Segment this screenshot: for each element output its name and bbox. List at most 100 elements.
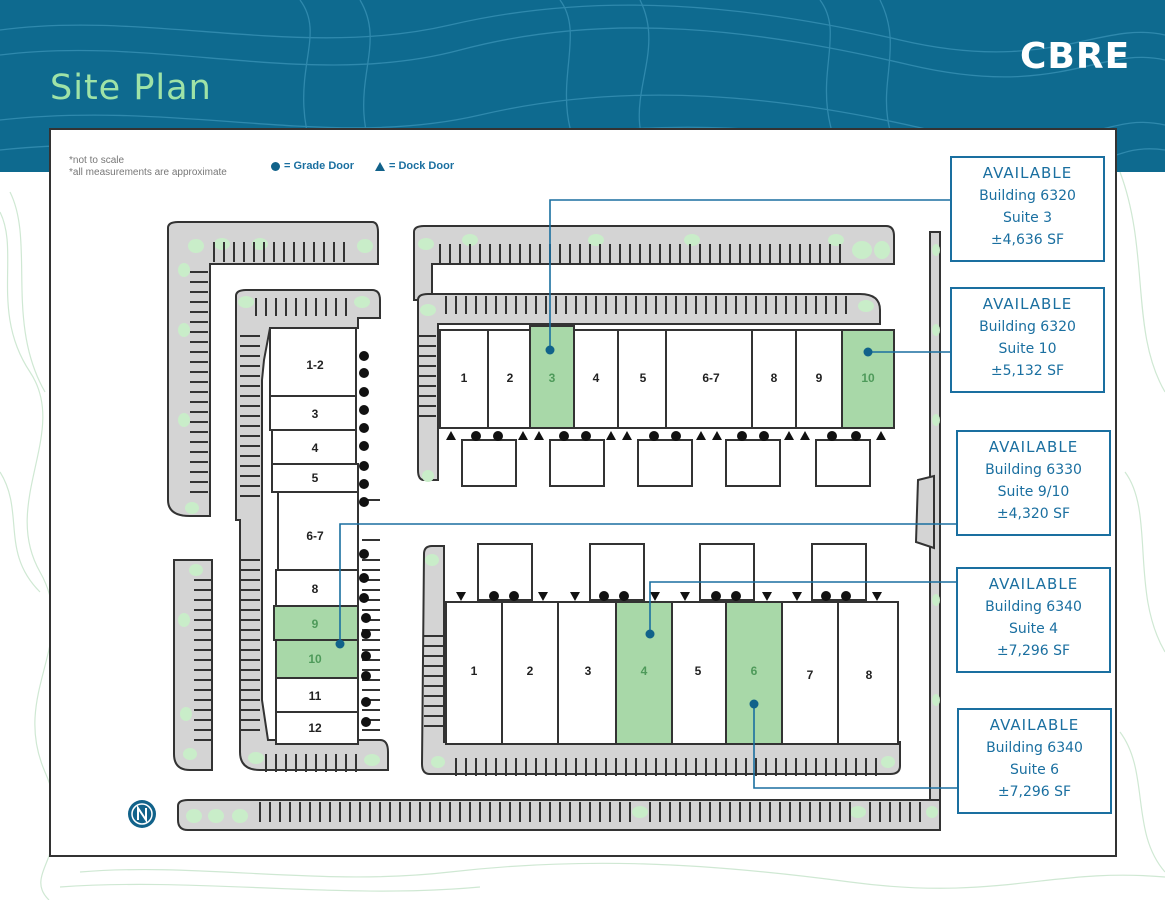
callout-status: AVAILABLE [988,575,1079,593]
callout-suite: Suite 10 [998,341,1057,357]
suite-6330-1-2[interactable] [269,327,357,397]
suite-label: 11 [309,689,322,703]
pavement-building-6330 [235,289,389,771]
suite-label: 5 [640,371,647,385]
note-measurements: *all measurements are approximate [69,167,227,178]
suite-6340-5[interactable] [671,601,727,745]
suite-label: 1 [461,371,468,385]
building-6340-labels: 1 2 3 4 5 6 7 8 [471,664,873,682]
callout-status: AVAILABLE [982,295,1073,313]
callout-suite: Suite 9/10 [997,484,1070,500]
building-6330-labels: 1-2 3 4 5 6-7 8 9 10 11 12 [306,358,324,735]
suite-6320-10[interactable] [841,329,895,429]
callout-area: ±7,296 SF [996,643,1071,659]
suite-label: 3 [549,371,556,385]
legend-dock-door: = Dock Door [375,160,454,172]
callout-area: ±4,636 SF [990,232,1065,248]
suite-6320-1[interactable] [439,329,489,429]
dock-door-icon [375,161,385,171]
suite-6340-8[interactable] [837,601,899,745]
suite-6320-9[interactable] [795,329,843,429]
callout-6340-suite-4: AVAILABLE Building 6340 Suite 4 ±7,296 S… [956,567,1111,673]
callout-suite: Suite 6 [1009,762,1060,778]
suite-6330-6-7[interactable] [277,491,359,571]
parking-stalls [190,242,921,822]
suite-6340-3[interactable] [557,601,617,745]
suite-label: 8 [312,582,319,596]
page-title: Site Plan [50,68,212,108]
building-6320 [439,325,895,487]
callout-6340-suite-6: AVAILABLE Building 6340 Suite 6 ±7,296 S… [957,708,1112,814]
suite-label: 12 [308,721,322,735]
callout-building: Building 6340 [985,599,1082,615]
callout-status: AVAILABLE [989,716,1080,734]
legend-dock-door-label: = Dock Door [389,160,455,172]
suite-label: 5 [695,664,702,678]
callout-building: Building 6320 [979,319,1076,335]
suite-6330-9[interactable] [273,605,359,641]
suite-label: 3 [312,407,319,421]
note-scale: *not to scale [69,155,125,166]
cbre-logo: CBRE [1020,36,1131,77]
pavement-building-6340 [420,545,901,775]
pavement-east-gate [914,474,935,550]
suite-label: 4 [593,371,600,385]
suite-label: 2 [507,371,514,385]
suite-6320-6-7[interactable] [665,329,753,429]
suite-label: 3 [585,664,592,678]
callout-suite: Suite 4 [1008,621,1059,637]
callout-building: Building 6340 [986,740,1083,756]
suite-label: 1 [471,664,478,678]
suite-6340-4[interactable] [615,601,673,745]
suite-label: 4 [641,664,648,678]
pavement-building-6320 [417,293,881,481]
suite-label: 9 [312,617,319,631]
suite-label: 1-2 [306,358,324,372]
pavement-west [173,559,213,771]
legend-grade-door: = Grade Door [271,160,354,172]
building-6320-doors [446,431,886,441]
callout-status: AVAILABLE [982,164,1073,182]
building-6340 [445,543,899,745]
callout-6320-suite-3: AVAILABLE Building 6320 Suite 3 ±4,636 S… [950,156,1105,262]
suite-6320-3[interactable] [529,325,575,429]
callout-6330-suite-9-10: AVAILABLE Building 6330 Suite 9/10 ±4,32… [956,430,1111,536]
callout-leaders [339,199,958,789]
suite-6330-10[interactable] [275,639,359,679]
landscaping [178,234,940,823]
callout-area: ±4,320 SF [996,506,1071,522]
callout-area: ±7,296 SF [997,784,1072,800]
suite-label: 2 [527,664,534,678]
suite-label: 7 [807,668,814,682]
building-6340-doors [456,591,882,601]
building-6330-grade-doors [359,351,371,727]
building-6320-labels: 1 2 3 4 5 6-7 8 9 10 [461,371,875,385]
callout-building: Building 6320 [979,188,1076,204]
north-arrow-icon [128,800,156,828]
legend-grade-door-label: = Grade Door [284,160,354,172]
suite-label: 6-7 [306,529,324,543]
suite-label: 6-7 [702,371,720,385]
pavement-north [413,225,895,301]
suite-6340-7[interactable] [781,601,839,745]
suite-label: 10 [308,652,322,666]
suite-label: 9 [816,371,823,385]
suite-label: 8 [771,371,778,385]
suite-label: 10 [861,371,875,385]
suite-label: 6 [751,664,758,678]
callout-anchor-dots [335,345,873,709]
suite-6320-5[interactable] [617,329,667,429]
callout-suite: Suite 3 [1002,210,1053,226]
callout-building: Building 6330 [985,462,1082,478]
suite-label: 8 [866,668,873,682]
callout-area: ±5,132 SF [990,363,1065,379]
suite-label: 5 [312,471,319,485]
suite-6330-12[interactable] [275,711,359,745]
grade-door-icon [271,161,280,171]
suite-label: 4 [312,441,319,455]
pavement-northwest [167,221,379,517]
building-6330 [269,327,359,745]
callout-status: AVAILABLE [988,438,1079,456]
callout-6320-suite-10: AVAILABLE Building 6320 Suite 10 ±5,132 … [950,287,1105,393]
